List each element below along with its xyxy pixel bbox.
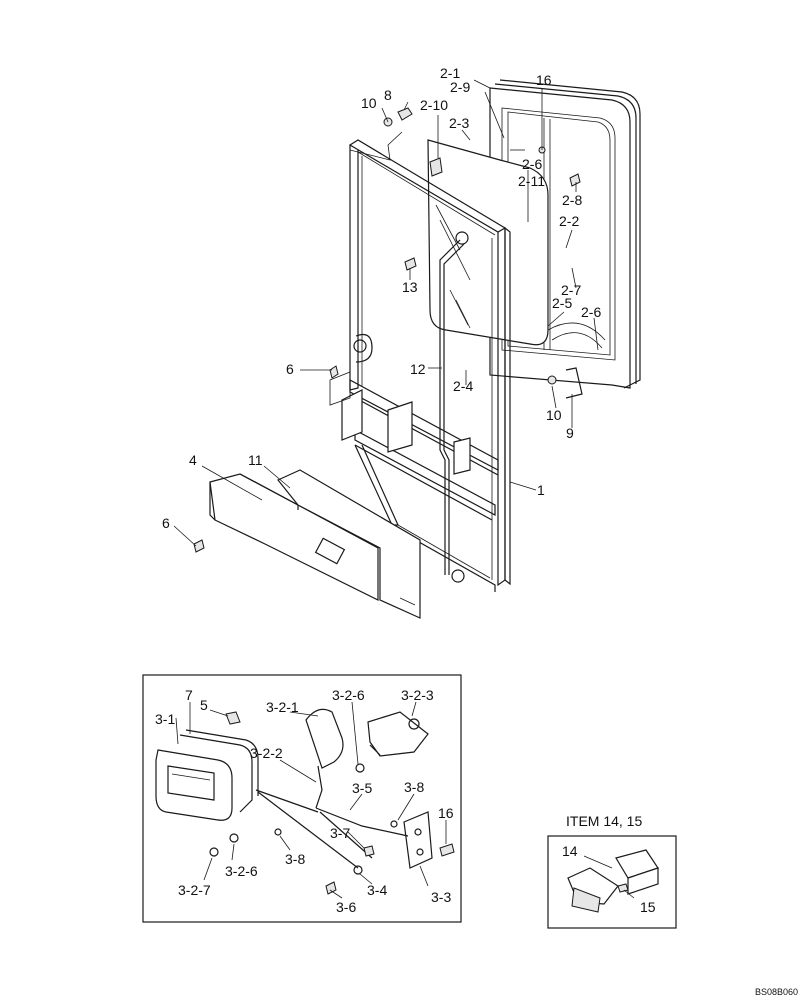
- label-9: 9: [566, 425, 574, 441]
- callout-labels: 2-1 16 2-9 10 8 2-10 2-3 2-6 2-11 2-8 2-…: [155, 65, 798, 997]
- label-3-6: 3-6: [336, 899, 356, 915]
- label-6-mid: 6: [286, 361, 294, 377]
- label-3-2-3: 3-2-3: [401, 687, 434, 703]
- clip-2-10: [429, 157, 443, 177]
- bolt-6-low: [193, 539, 205, 553]
- label-2-10: 2-10: [420, 97, 448, 113]
- label-3-2-6-top: 3-2-6: [332, 687, 365, 703]
- label-3-2-2: 3-2-2: [250, 745, 283, 761]
- lower-cover: [209, 473, 379, 601]
- washer-10-mid: [547, 375, 557, 385]
- label-3-3: 3-3: [431, 889, 451, 905]
- sliding-glass-panel: [427, 139, 549, 346]
- label-2-2: 2-2: [559, 213, 579, 229]
- label-4: 4: [189, 452, 197, 468]
- label-15: 15: [640, 899, 656, 915]
- label-2-1: 2-1: [440, 65, 460, 81]
- label-5: 5: [200, 697, 208, 713]
- label-12: 12: [410, 361, 426, 377]
- item-14-15-box: [547, 835, 677, 929]
- label-3-8-low: 3-8: [285, 851, 305, 867]
- label-16-box: 16: [438, 805, 454, 821]
- bolt-13: [404, 257, 417, 271]
- label-8: 8: [384, 87, 392, 103]
- label-10-mid: 10: [546, 407, 562, 423]
- bolt-8: [397, 107, 413, 121]
- bolt-2-8: [569, 173, 581, 187]
- label-3-8-top: 3-8: [404, 779, 424, 795]
- label-3-1: 3-1: [155, 711, 175, 727]
- label-3-4: 3-4: [367, 882, 387, 898]
- label-6-low: 6: [162, 515, 170, 531]
- label-2-11: 2-11: [518, 173, 545, 189]
- label-2-6-low: 2-6: [581, 304, 601, 320]
- label-3-2-6-low: 3-2-6: [225, 863, 258, 879]
- label-10-top: 10: [361, 95, 377, 111]
- label-7: 7: [185, 687, 193, 703]
- label-11: 11: [248, 452, 263, 468]
- label-13: 13: [402, 279, 418, 295]
- label-3-7: 3-7: [330, 825, 350, 841]
- label-2-9: 2-9: [450, 79, 470, 95]
- label-16-top: 16: [536, 72, 552, 88]
- drawing-code: BS08B060: [755, 987, 798, 997]
- lower-leaders: [175, 701, 447, 899]
- label-2-7: 2-7: [561, 282, 581, 298]
- label-1: 1: [537, 482, 545, 498]
- label-2-5: 2-5: [552, 295, 572, 311]
- item-14-15-parts: [567, 849, 659, 913]
- label-2-6-top: 2-6: [522, 156, 542, 172]
- label-2-4: 2-4: [453, 378, 473, 394]
- control-rod: [439, 239, 465, 575]
- side-panel: [277, 469, 421, 619]
- bracket-9: [565, 367, 583, 399]
- hardware: [193, 107, 583, 553]
- label-3-2-1: 3-2-1: [266, 699, 299, 715]
- label-3-5: 3-5: [352, 780, 372, 796]
- latch-detail-box: [142, 674, 462, 923]
- door-frame: [329, 139, 511, 592]
- label-14: 14: [562, 843, 578, 859]
- label-3-2-7: 3-2-7: [178, 882, 211, 898]
- label-2-8: 2-8: [562, 192, 582, 208]
- upper-leaders: [173, 79, 599, 547]
- label-2-3: 2-3: [449, 115, 469, 131]
- inset-title: ITEM 14, 15: [566, 813, 642, 829]
- bolt-6-mid: [329, 365, 339, 379]
- latch-components: [155, 708, 455, 895]
